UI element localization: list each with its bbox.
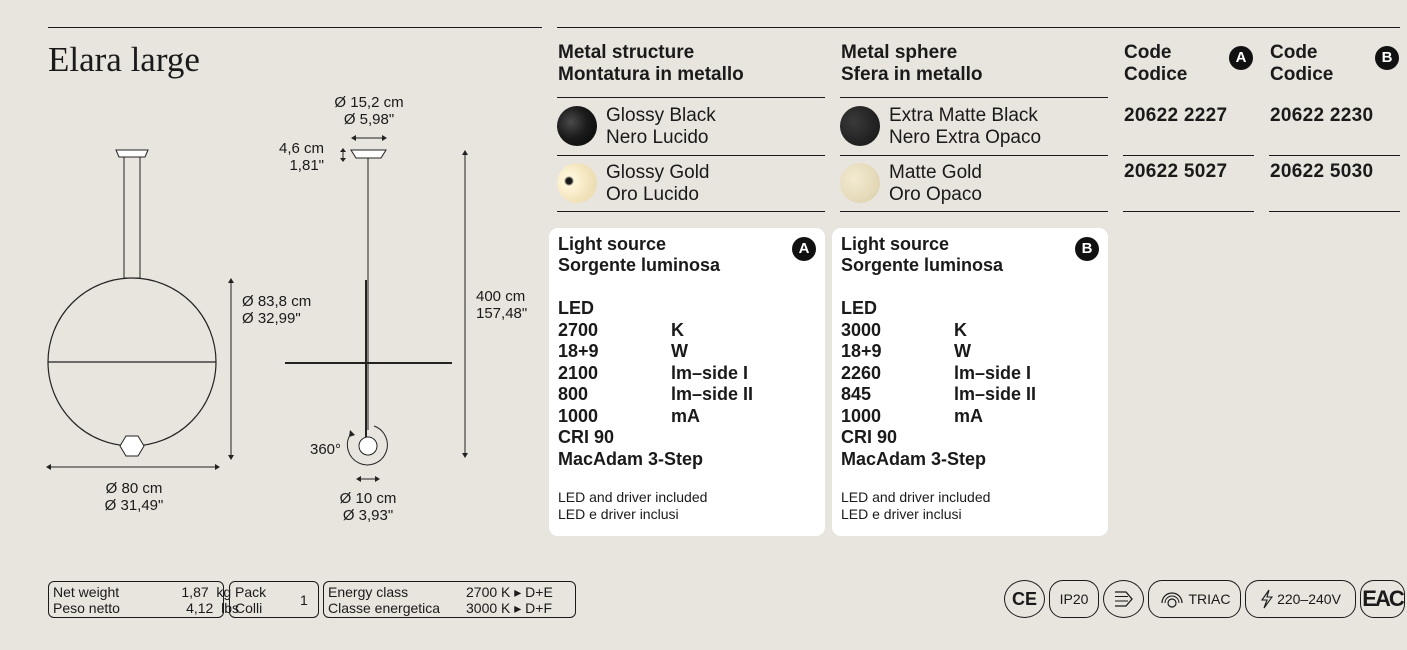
front-view-drawing	[47, 149, 217, 457]
code-a-row2: 20622 5027	[1124, 161, 1228, 182]
swatch-glossy-black	[557, 106, 597, 146]
pack-label-en: Pack	[235, 584, 267, 600]
row1-rule-structure	[557, 155, 825, 156]
swatch-extra-matte-black	[840, 106, 880, 146]
dimmer-icon	[1160, 592, 1183, 608]
row2-rule-sphere	[840, 211, 1108, 212]
spec-macadam: MacAdam 3-Step	[558, 448, 704, 469]
weight-box: Net weight Peso netto 1,87 kg 4,12 lbs	[48, 581, 239, 618]
energy-temp-1: 2700 K	[466, 584, 511, 600]
weight-lbs-value: 4,12	[186, 600, 214, 616]
swatch-glossy-gold	[557, 163, 597, 203]
energy-label-it: Classe energetica	[328, 600, 441, 616]
weight-kg-unit: kg	[216, 584, 232, 600]
code-b-row2: 20622 5030	[1270, 161, 1374, 182]
side-view-drawing	[285, 135, 452, 482]
pack-box: Pack Colli 1	[229, 581, 319, 618]
title-top-rule	[48, 27, 542, 28]
row2-rule-code-b	[1269, 211, 1400, 212]
dimmable-driver-icon	[1103, 580, 1144, 618]
spec-type: LED	[558, 298, 594, 318]
row2-rule-structure	[557, 211, 825, 212]
voltage-badge: 220–240V	[1245, 580, 1356, 618]
energy-box: Energy class Classe energetica 2700 K ▸ …	[323, 581, 576, 618]
spec-cri: CRI 90	[841, 427, 898, 447]
triac-badge: TRIAC	[1148, 580, 1241, 618]
ring-height-arrow	[228, 278, 234, 460]
header-rule-sphere	[840, 97, 1108, 98]
spec-type: LED	[841, 298, 877, 318]
code-a-row1: 20622 2227	[1124, 105, 1228, 126]
product-title: Elara large	[48, 40, 200, 79]
weight-label-en: Net weight	[53, 584, 120, 600]
weight-kg-value: 1,87	[181, 584, 209, 600]
pack-label-it: Colli	[235, 600, 263, 616]
eac-mark-icon: EAC	[1360, 580, 1405, 618]
spec-cri: CRI 90	[558, 427, 615, 447]
energy-temp-2: 3000 K	[466, 600, 511, 616]
row1-rule-sphere	[840, 155, 1108, 156]
pack-value: 1	[300, 592, 308, 608]
badge-a: A	[1229, 46, 1253, 70]
ce-mark-icon: CE	[1004, 580, 1045, 618]
energy-label-en: Energy class	[328, 584, 409, 600]
energy-class-2: ▸ D+F	[514, 600, 553, 616]
ip-rating-badge: IP20	[1049, 580, 1099, 618]
rotation-label: 360°	[310, 441, 342, 458]
weight-label-it: Peso netto	[53, 600, 120, 616]
row2-rule-code-a	[1123, 211, 1254, 212]
spec-macadam: MacAdam 3-Step	[841, 448, 987, 469]
swatch-matte-gold	[840, 163, 880, 203]
row1-rule-code-b	[1269, 155, 1400, 156]
table-top-rule	[557, 27, 1400, 28]
energy-class-1: ▸ D+E	[514, 584, 553, 600]
badge-b: B	[1375, 46, 1399, 70]
total-height-arrow	[462, 150, 468, 458]
ring-width-arrow	[46, 464, 220, 470]
card-badge-a: A	[792, 237, 816, 261]
row1-rule-code-a	[1123, 155, 1254, 156]
card-badge-b: B	[1075, 237, 1099, 261]
code-b-row1: 20622 2230	[1270, 105, 1374, 126]
header-rule-structure	[557, 97, 825, 98]
canopy-height-arrow	[340, 148, 346, 162]
lightning-icon	[1261, 589, 1274, 609]
